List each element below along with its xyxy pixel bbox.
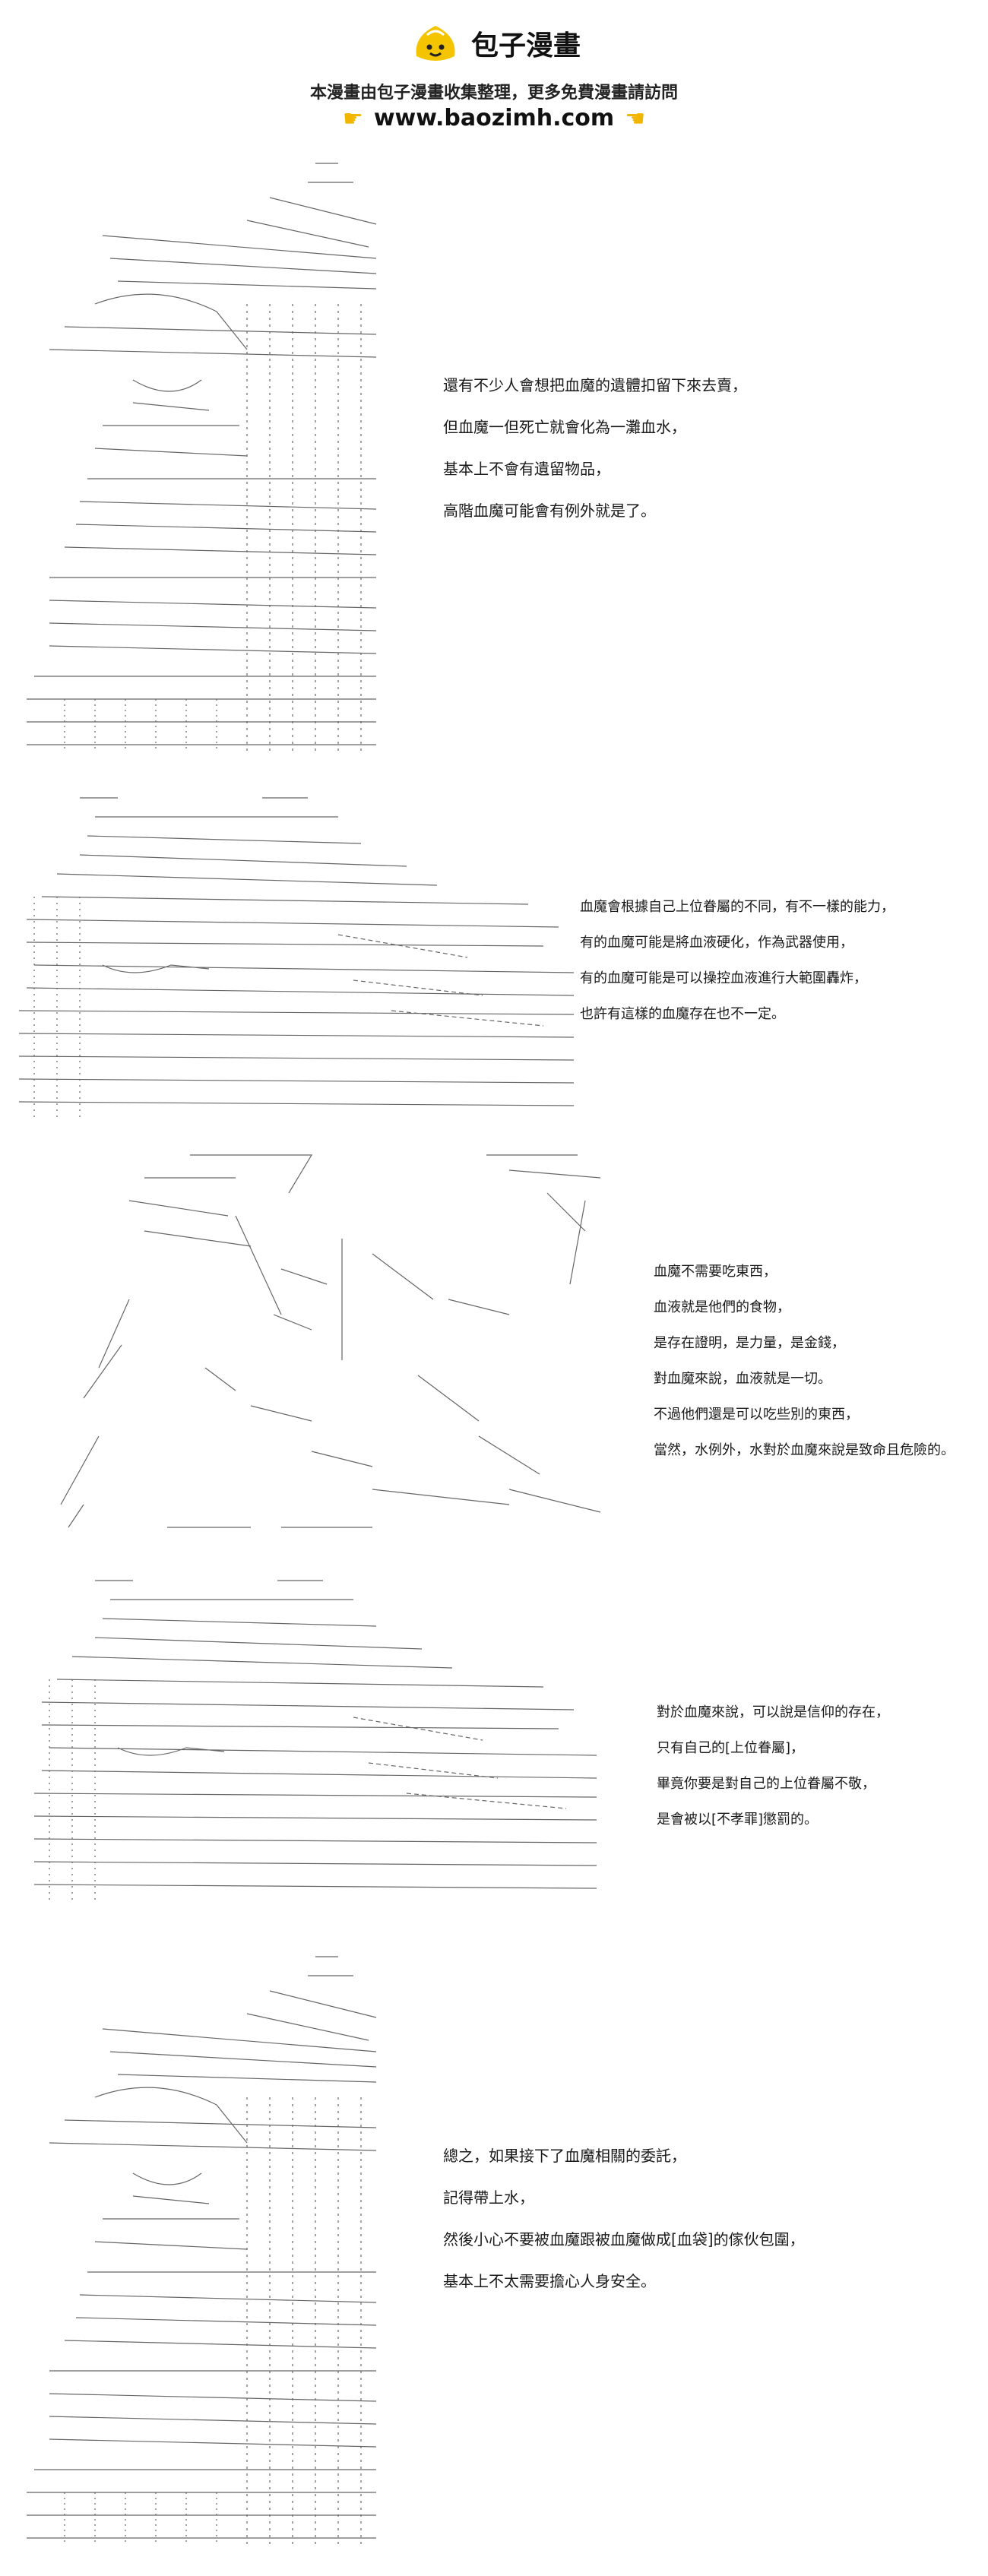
caption-line: 有的血魔可能是將血液硬化，作為武器使用， [580, 935, 853, 951]
caption-line: 是會被以[不孝罪]懲罰的。 [657, 1812, 819, 1828]
caption-line: 還有不少人會想把血魔的遺體扣留下來去賣， [443, 376, 747, 394]
caption-line: 是存在證明，是力量，是金錢， [654, 1335, 845, 1351]
ascii-art-kneeling [19, 1565, 627, 1915]
caption-line: 但血魔一但死亡就會化為一灘血水， [443, 418, 686, 436]
pointing-hand-left-icon: ☚ [625, 106, 646, 132]
caption-line: 總之，如果接下了血魔相關的委託， [443, 2147, 686, 2165]
story-panel-3: 血魔不需要吃東西， 血液就是他們的食物， 是存在證明，是力量，是金錢， 對血魔來… [0, 1147, 988, 1543]
ascii-art-kneeling [11, 783, 589, 1125]
ascii-art-caster [19, 152, 399, 760]
caption-line: 有的血魔可能是可以操控血液進行大範圍轟炸， [580, 970, 867, 986]
bun-logo-icon [416, 26, 455, 61]
caption-panel-4: 對於血魔來說，可以說是信仰的存在， 只有自己的[上位眷屬]， 畢竟你要是對自己的… [657, 1695, 889, 1837]
pointing-hand-right-icon: ☛ [342, 106, 363, 132]
site-url[interactable]: www.baozimh.com [373, 105, 615, 131]
brand-name: 包子漫畫 [471, 30, 581, 62]
caption-line: 不過他們還是可以吃些別的東西， [654, 1407, 859, 1422]
caption-line: 然後小心不要被血魔跟被血魔做成[血袋]的傢伙包圍， [443, 2230, 805, 2248]
ascii-art-caster [19, 1945, 399, 2553]
story-panel-5: 總之，如果接下了血魔相關的委託， 記得帶上水， 然後小心不要被血魔跟被血魔做成[… [0, 1945, 988, 2568]
caption-line: 基本上不太需要擔心人身安全。 [443, 2272, 656, 2290]
caption-line: 只有自己的[上位眷屬]， [657, 1740, 805, 1756]
caption-line: 當然，水例外，水對於血魔來說是致命且危險的。 [654, 1442, 955, 1458]
caption-line: 血液就是他們的食物， [654, 1299, 790, 1315]
story-panel-2: 血魔會根據自己上位眷屬的不同，有不一樣的能力， 有的血魔可能是將血液硬化，作為武… [0, 783, 988, 1132]
caption-panel-2: 血魔會根據自己上位眷屬的不同，有不一樣的能力， 有的血魔可能是將血液硬化，作為武… [580, 889, 895, 1032]
caption-line: 血魔不需要吃東西， [654, 1264, 777, 1280]
site-url-row[interactable]: ☛ www.baozimh.com ☚ [0, 105, 988, 132]
caption-line: 畢竟你要是對自己的上位眷屬不敬， [657, 1776, 876, 1792]
story-panel-4: 對於血魔來說，可以說是信仰的存在， 只有自己的[上位眷屬]， 畢竟你要是對自己的… [0, 1565, 988, 1923]
story-panel-1: 還有不少人會想把血魔的遺體扣留下來去賣， 但血魔一但死亡就會化為一灘血水， 基本… [0, 152, 988, 775]
brand-logo[interactable]: 包子漫畫 [410, 17, 581, 70]
caption-panel-5: 總之，如果接下了血魔相關的委託， 記得帶上水， 然後小心不要被血魔跟被血魔做成[… [443, 2135, 805, 2302]
caption-line: 記得帶上水， [443, 2188, 534, 2207]
caption-line: 基本上不會有遺留物品， [443, 460, 610, 478]
caption-line: 血魔會根據自己上位眷屬的不同，有不一樣的能力， [580, 899, 895, 915]
caption-line: 對血魔來說，血液就是一切。 [654, 1371, 831, 1387]
site-header: 包子漫畫 本漫畫由包子漫畫收集整理，更多免費漫畫請訪問 ☛ www.baozimh… [0, 0, 988, 144]
caption-line: 高階血魔可能會有例外就是了。 [443, 502, 656, 520]
ascii-art-closeup [53, 1147, 631, 1535]
caption-line: 也許有這樣的血魔存在也不一定。 [580, 1006, 785, 1022]
site-notice: 本漫畫由包子漫畫收集整理，更多免費漫畫請訪問 [309, 84, 678, 103]
caption-panel-1: 還有不少人會想把血魔的遺體扣留下來去賣， 但血魔一但死亡就會化為一灘血水， 基本… [443, 365, 747, 532]
caption-line: 對於血魔來說，可以說是信仰的存在， [657, 1704, 889, 1720]
caption-panel-3: 血魔不需要吃東西， 血液就是他們的食物， 是存在證明，是力量，是金錢， 對血魔來… [654, 1254, 955, 1468]
